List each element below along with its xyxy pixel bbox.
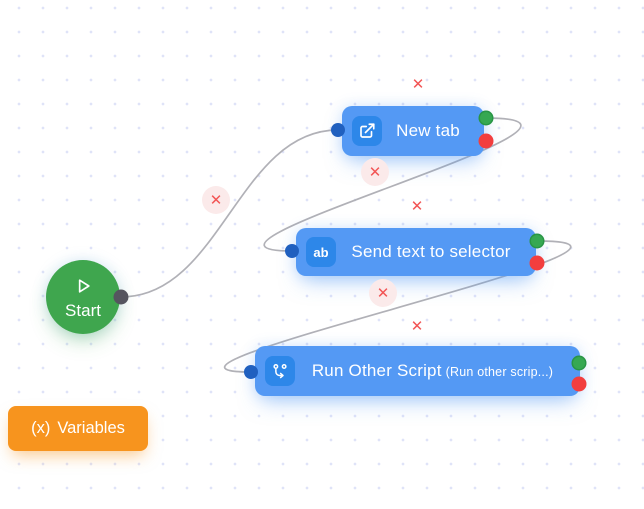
runscript-input-port[interactable] (244, 365, 258, 379)
runscript-error-port[interactable] (571, 376, 587, 392)
delete-x-icon: ✕ (411, 75, 425, 93)
run-script-sublabel: (Run other scrip...) (445, 365, 554, 379)
runscript-success-port[interactable] (571, 355, 587, 371)
newtab-error-port[interactable] (478, 133, 494, 149)
start-node[interactable]: Start (46, 260, 120, 334)
edge-delete-button[interactable]: ✕ (202, 186, 230, 214)
edge-delete-button[interactable]: ✕ (361, 158, 389, 186)
sendtext-error-port[interactable] (529, 255, 545, 271)
newtab-input-port[interactable] (331, 123, 345, 137)
start-output-port[interactable] (113, 289, 129, 305)
play-icon (73, 276, 93, 301)
delete-x-icon: ✕ (410, 197, 424, 215)
variables-button-label: Variables (57, 419, 125, 437)
delete-x-icon: ✕ (376, 284, 390, 302)
sendtext-success-port[interactable] (529, 233, 545, 249)
variables-icon: (x) (31, 419, 51, 437)
block-delete-button[interactable]: ✕ (404, 70, 432, 98)
block-run-other-script[interactable]: Run Other Script(Run other scrip...) (255, 346, 580, 396)
block-delete-button[interactable]: ✕ (403, 192, 431, 220)
delete-x-icon: ✕ (410, 317, 424, 335)
edge-sendtext-to-runscript[interactable] (223, 240, 572, 373)
edge-start-to-newtab[interactable] (120, 129, 339, 298)
text-field-icon: ab (306, 237, 336, 267)
start-node-label: Start (65, 300, 101, 320)
block-label-run-other-script: Run Other Script(Run other scrip...) (311, 361, 554, 380)
block-new-tab[interactable]: New tab (342, 106, 484, 156)
edge-newtab-to-sendtext[interactable] (263, 117, 522, 252)
edge-delete-button[interactable]: ✕ (369, 279, 397, 307)
delete-x-icon: ✕ (209, 191, 223, 209)
delete-x-icon: ✕ (368, 163, 382, 181)
block-send-text-to-selector[interactable]: ab Send text to selector (296, 228, 536, 276)
external-link-icon (352, 116, 382, 146)
block-label-send-text: Send text to selector (351, 242, 511, 261)
ab-icon-text: ab (313, 244, 329, 260)
git-branch-icon (265, 356, 295, 386)
block-delete-button[interactable]: ✕ (403, 312, 431, 340)
block-label-new-tab: New tab (396, 121, 460, 140)
variables-button[interactable]: (x) Variables (8, 406, 148, 451)
sendtext-input-port[interactable] (285, 244, 299, 258)
newtab-success-port[interactable] (478, 110, 494, 126)
